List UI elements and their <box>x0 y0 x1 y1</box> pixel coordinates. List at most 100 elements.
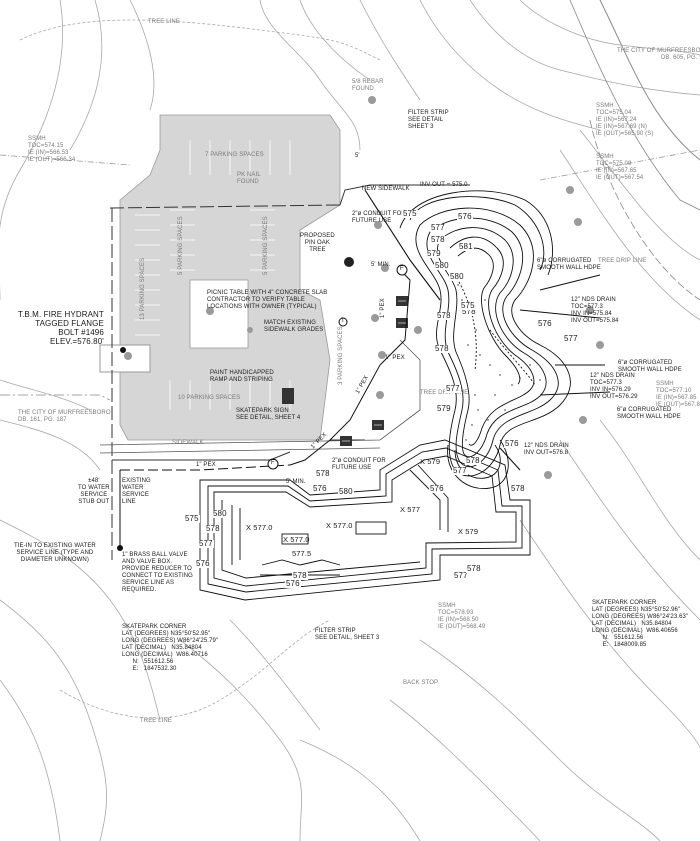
contour-label: 578 <box>434 344 450 353</box>
pex-label: 1" PEX <box>355 374 371 395</box>
hdpe-pipe-label: 6"ø CORRUGATED SMOOTH WALL HDPE <box>618 360 682 373</box>
picnic-table-note: PICNIC TABLE WITH 4" CONCRETE SLAB CONTR… <box>207 290 328 310</box>
spot-elevation: 577.5 <box>292 549 312 558</box>
contour-label: 579 <box>436 404 452 413</box>
contour-label: 575 <box>460 301 476 310</box>
contour-label: 580 <box>338 487 354 496</box>
tie-in-note: TIE-IN TO EXISTING WATER SERVICE LINE (T… <box>14 543 96 563</box>
contour-label: 577 <box>430 223 446 232</box>
tree-line-top-label: TREE LINE <box>148 19 180 25</box>
contour-label: 578 <box>465 456 481 465</box>
contour-label: 578 <box>292 571 308 580</box>
contour-label: 578 <box>510 484 526 493</box>
contour-label: 576 <box>537 319 553 328</box>
contour-label: 576 <box>312 484 328 493</box>
nds-drain-label: 12" NDS DRAIN TOC=577.3 INV IN=576.29 IN… <box>590 373 638 400</box>
nds-drain-label: 12" NDS DRAIN TOC=577.3 INV IN=575.84 IN… <box>571 297 619 324</box>
hdpe-pipe-label: 6"ø CORRUGATED SMOOTH WALL HDPE <box>617 407 681 420</box>
contour-label: 580 <box>434 261 450 270</box>
skatepark-bowl-contours <box>415 207 571 477</box>
ssmh-label: SSMH TOC=575.09 IE (IN)=567.65 IE (OUT)=… <box>596 154 644 181</box>
inv-out-label: INV OUT = 575.0 <box>420 182 468 188</box>
contour-label: 576 <box>504 439 520 448</box>
fitting-marker: F <box>271 460 275 466</box>
tbm-label: T.B.M. FIRE HYDRANT TAGGED FLANGE BOLT #… <box>18 310 104 346</box>
spot-elevation: X 577 <box>400 505 421 514</box>
contour-label: 578 <box>436 311 452 320</box>
spot-elevation: X 579 <box>420 457 441 466</box>
contour-label: 575 <box>184 514 200 523</box>
contour-label: 577 <box>453 571 469 580</box>
contour-label: 580 <box>212 509 228 518</box>
city-owner-label: THE CITY OF MURFREESBORO DB. 605, PG. 52… <box>617 48 700 61</box>
rebar-found-label: 5/8 REBAR FOUND <box>352 79 384 92</box>
ssmh-label: SSMH TOC=574.15 IE (IN)=566.53 IE (OUT)=… <box>28 136 76 163</box>
contour-label: 578 <box>205 524 221 533</box>
contour-label: 576 <box>195 559 211 568</box>
parking-spaces-label: 5 PARKING SPACES <box>263 216 269 275</box>
spot-elevation: X 579 <box>458 527 479 536</box>
pex-label: 1" PEX <box>196 462 216 468</box>
pin-oak-label: PROPOSED PIN OAK TREE <box>300 233 335 253</box>
spot-elevation: X 577.0 <box>283 535 310 544</box>
city-owner-label: THE CITY OF MURFREESBORO DB. 161, PG. 18… <box>18 410 111 423</box>
contour-label: 577 <box>445 384 461 393</box>
existing-water-label: EXISTING WATER SERVICE LINE <box>122 478 151 505</box>
dimension-label: 5' <box>355 153 360 159</box>
contour-label: 575 <box>402 209 418 218</box>
contour-label: 577 <box>198 539 214 548</box>
brass-valve-note: 1" BRASS BALL VALVE AND VALVE BOX. PROVI… <box>122 552 193 593</box>
contour-label: 581 <box>458 242 474 251</box>
skatepark-sign-note: SKATEPARK SIGN SEE DETAIL, SHEET 4 <box>236 408 301 421</box>
parking-lot <box>99 114 341 441</box>
contour-label: 577 <box>563 334 579 343</box>
contour-label: 579 <box>426 249 442 258</box>
skatepark-corner-label: SKATEPARK CORNER LAT (DEGREES) N35°50'52… <box>592 600 689 648</box>
match-sidewalk-note: MATCH EXISTING SIDEWALK GRADES <box>264 320 324 333</box>
contour-label: 576 <box>457 212 473 221</box>
nds-drain-label: 12" NDS DRAIN INV OUT=576.8 <box>524 443 569 456</box>
new-sidewalk-label: NEW SIDEWALK <box>362 186 410 192</box>
pex-label: 1" PEX <box>385 355 405 361</box>
tee-marker: T <box>341 318 345 324</box>
back-stop-label: BACK STOP <box>403 680 439 686</box>
ssmh-label: SSMH TOC=575.04 IE (IN)=567.24 IE (IN)=5… <box>596 103 654 137</box>
spot-elevation: X 577.0 <box>246 523 273 532</box>
contour-label: 578 <box>315 469 331 478</box>
spot-elevation: X 577.0 <box>326 521 353 530</box>
paint-handicapped-note: PAINT HANDICAPPED RAMP AND STRIPING <box>210 370 274 383</box>
pex-label: 1" PEX <box>310 432 329 451</box>
fitting-marker: F <box>400 266 404 272</box>
skatepark-street-section <box>199 439 531 601</box>
parking-spaces-label: 10 PARKING SPACES <box>178 395 241 401</box>
tree-drip-line-label: TREE DRIP LINE <box>420 390 469 396</box>
contour-label: 576 <box>429 484 445 493</box>
pk-nail-label: PK NAIL FOUND <box>237 172 261 185</box>
contour-label: 577 <box>452 466 468 475</box>
min-clearance-label: 5' MIN. <box>371 262 391 268</box>
hdpe-pipe-label: 6"ø CORRUGATED SMOOTH WALL HDPE <box>537 258 601 271</box>
ssmh-label: SSMH TOC=577.10 IE (IN)=567.85 IE (OUT)=… <box>656 381 700 408</box>
water-stub-label: ±48' TO WATER SERVICE STUB OUT <box>78 478 110 505</box>
tree-line-bottom-label: TREE LINE <box>140 718 172 724</box>
contour-label: 578 <box>466 564 482 573</box>
min-clearance-label: 5' MIN. <box>286 479 306 485</box>
contour-label: 580 <box>449 272 465 281</box>
skatepark-corner-label: SKATEPARK CORNER LAT (DEGREES) N35°50'52… <box>122 624 219 672</box>
conduit-label: 2"ø CONDUIT FOR FUTURE USE <box>332 458 386 471</box>
sidewalk-label: SIDEWALK <box>172 440 204 446</box>
contour-label: 578 <box>430 235 446 244</box>
ssmh-label: SSMH TOC=578.93 IE (IN)=568.50 IE (OUT)=… <box>438 603 486 630</box>
parking-spaces-label: 13 PARKING SPACES <box>140 257 146 320</box>
conduit-label: 2"ø CONDUIT FOR FUTURE USE <box>352 211 406 224</box>
parking-spaces-label: 5 PARKING SPACES <box>178 216 184 275</box>
contour-label: 576 <box>285 579 301 588</box>
filter-strip-label: FILTER STRIP SEE DETAIL SHEET 3 <box>408 110 449 130</box>
parking-spaces-label: 3 PARKING SPACES <box>338 326 344 385</box>
pex-label: 1" PEX <box>380 298 386 318</box>
filter-strip-label: FILTER STRIP SEE DETAIL, SHEET 3 <box>315 628 380 641</box>
contour-label: 578 <box>461 307 477 316</box>
parking-spaces-label: 7 PARKING SPACES <box>205 152 264 158</box>
tree-drip-line-label: TREE DRIP LINE <box>598 258 647 264</box>
